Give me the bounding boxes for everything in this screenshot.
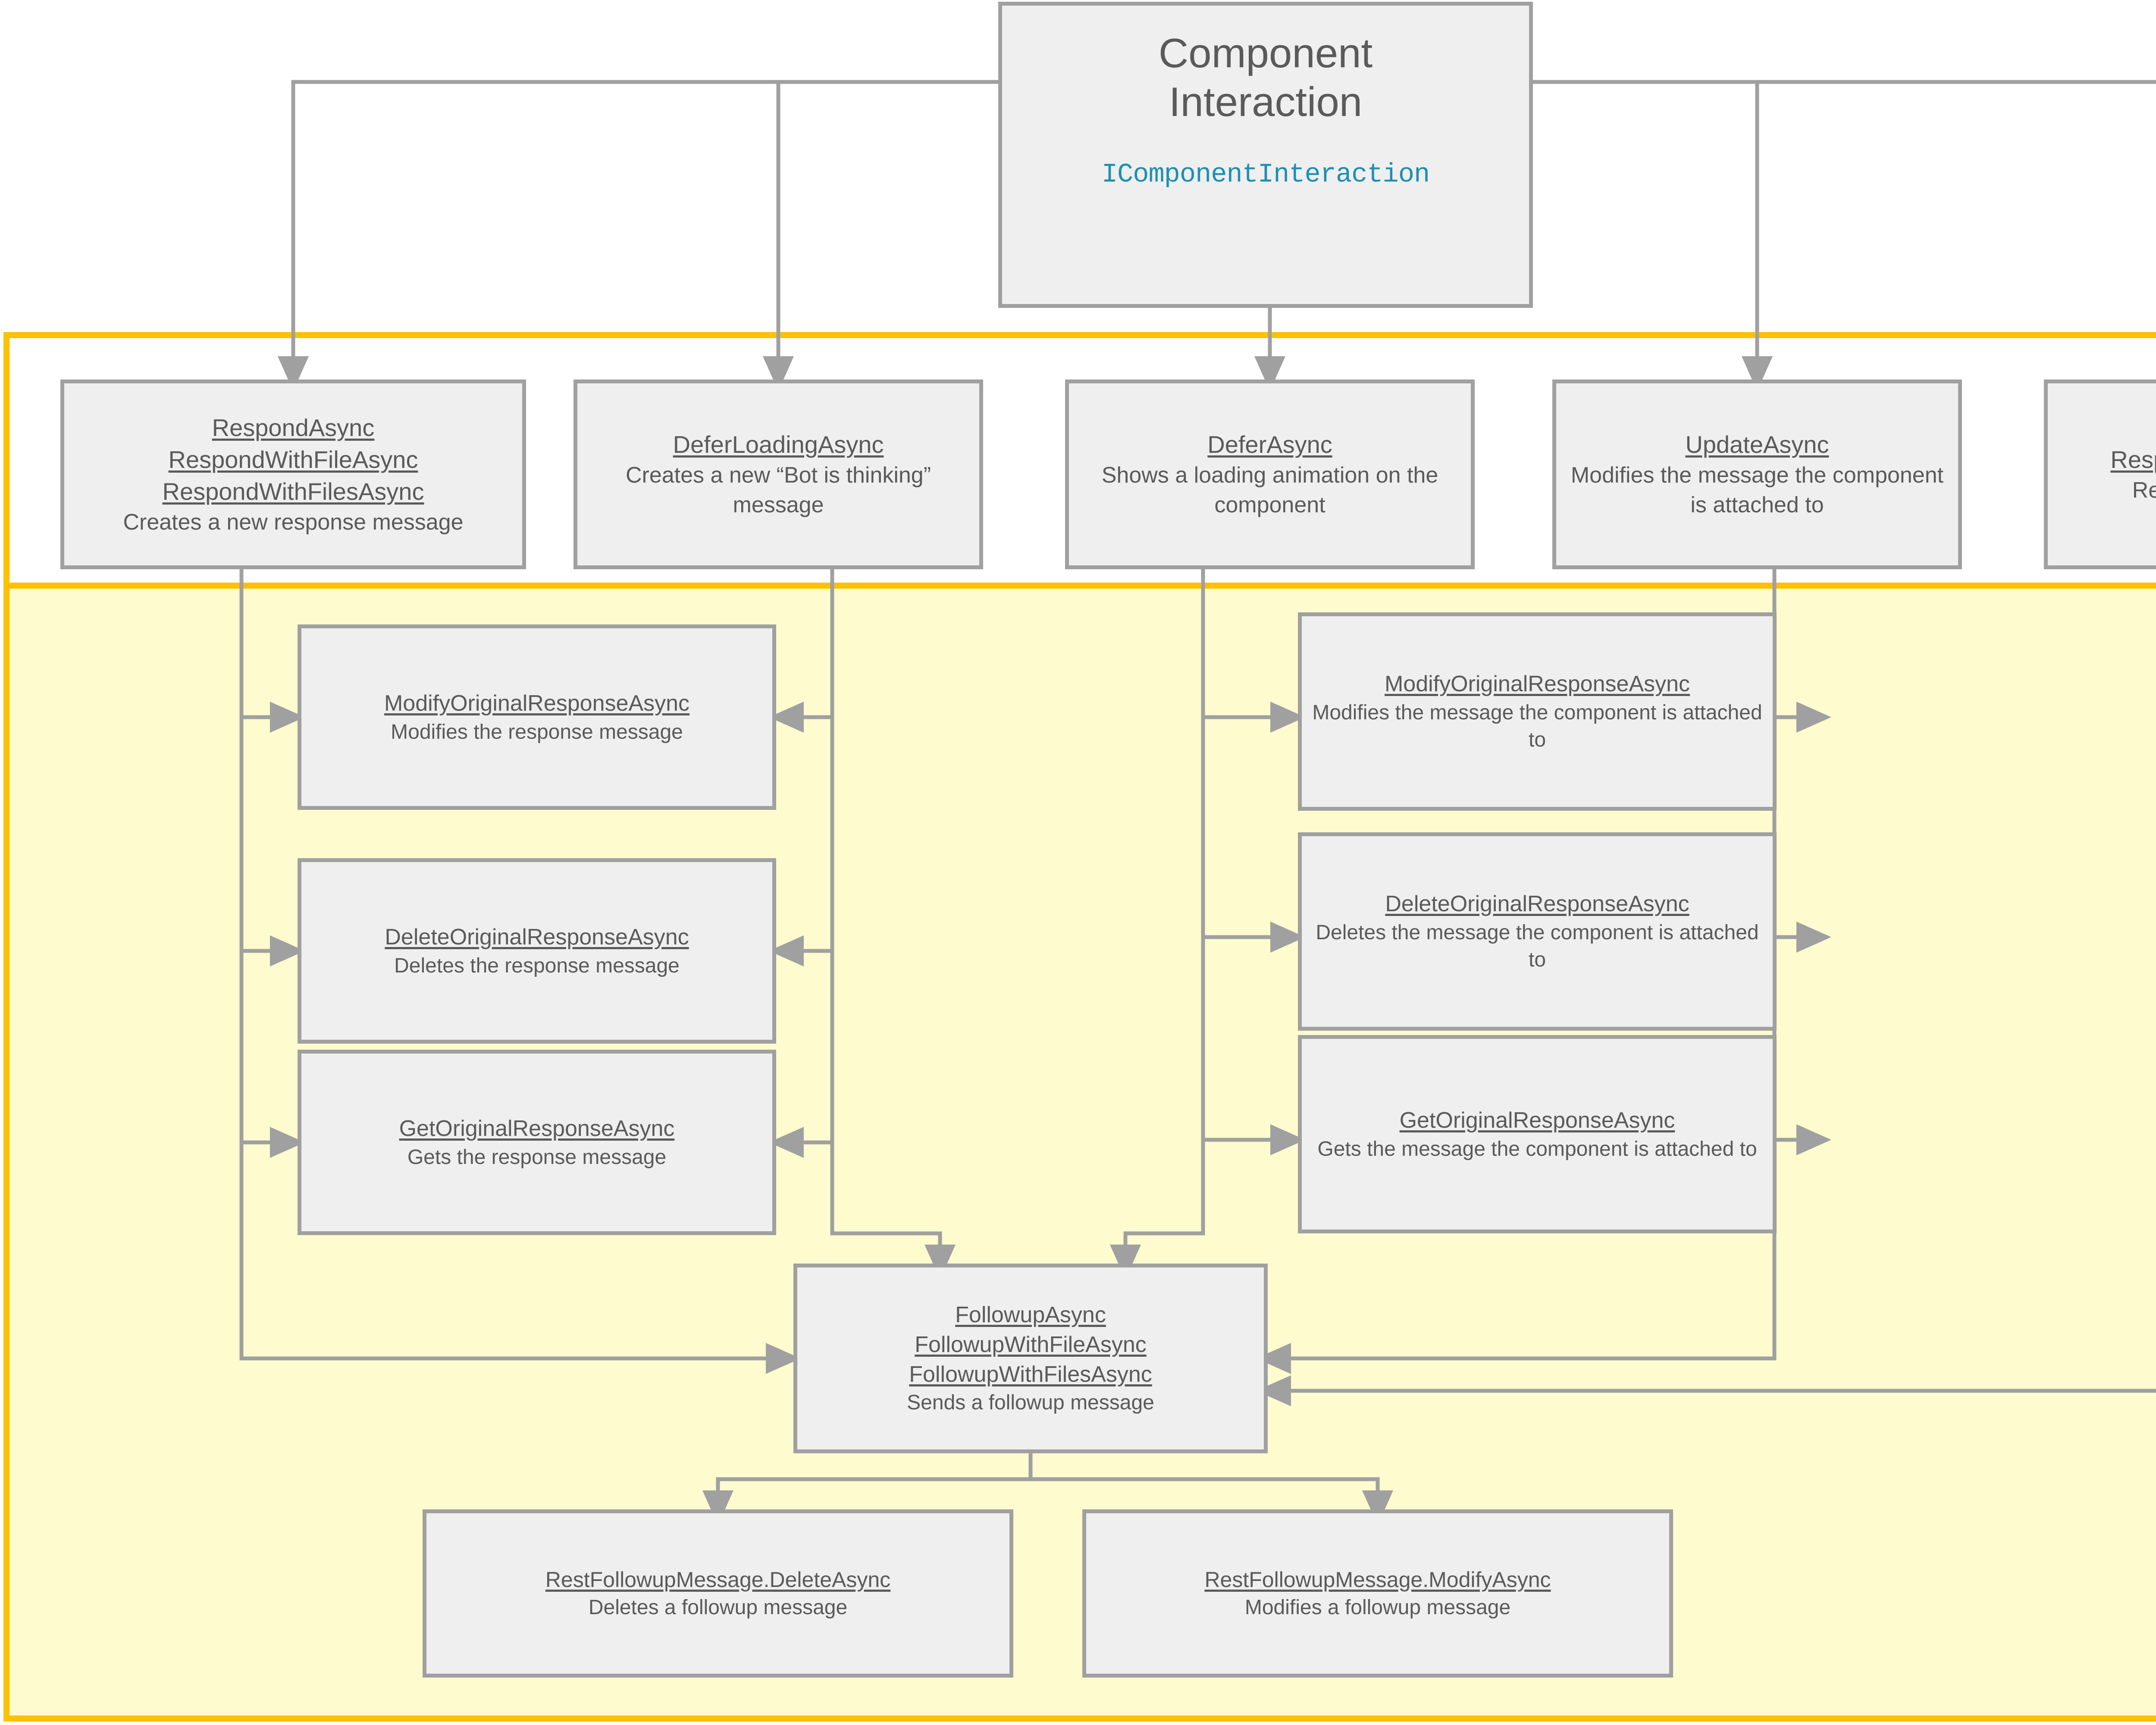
root-title-line2: Interaction xyxy=(1169,79,1363,125)
method-name: UpdateAsync xyxy=(1685,431,1829,458)
method-name: FollowupAsync xyxy=(955,1302,1106,1328)
node-get-original-response-async-response[interactable]: GetOriginalResponseAsync Gets the respon… xyxy=(298,1050,776,1235)
node-description: Deletes a followup message xyxy=(588,1596,848,1619)
method-name: FollowupWithFileAsync xyxy=(915,1332,1147,1357)
node-delete-original-response-async-component[interactable]: DeleteOriginalResponseAsync Deletes the … xyxy=(1298,832,1777,1031)
node-description: Sends a followup message xyxy=(907,1391,1154,1414)
method-name: GetOriginalResponseAsync xyxy=(399,1116,675,1141)
node-description: Creates a new response message xyxy=(123,509,464,535)
node-followup-async[interactable]: FollowupAsync FollowupWithFileAsync Foll… xyxy=(793,1264,1268,1453)
node-description: Gets the response message xyxy=(407,1145,667,1169)
method-name: GetOriginalResponseAsync xyxy=(1399,1108,1675,1133)
node-respond-with-modal-async[interactable]: RespondWithModalAsync Responds with a mo… xyxy=(2044,380,2156,569)
method-name: ModifyOriginalResponseAsync xyxy=(384,691,690,716)
method-name: DeleteOriginalResponseAsync xyxy=(1385,891,1689,917)
node-description: Responds with a modal xyxy=(2132,477,2156,503)
node-defer-async[interactable]: DeferAsync Shows a loading animation on … xyxy=(1065,380,1475,569)
method-name: RestFollowupMessage.ModifyAsync xyxy=(1204,1568,1551,1592)
method-name: DeferAsync xyxy=(1207,431,1332,458)
node-rest-followup-message-delete-async[interactable]: RestFollowupMessage.DeleteAsync Deletes … xyxy=(423,1509,1013,1678)
node-description: Shows a loading animation on the compone… xyxy=(1101,463,1438,518)
method-name: ModifyOriginalResponseAsync xyxy=(1384,671,1690,697)
node-description: Modifies the response message xyxy=(391,720,683,743)
node-description: Modifies the message the component is at… xyxy=(1570,463,1944,518)
method-name: RestFollowupMessage.DeleteAsync xyxy=(545,1568,891,1592)
node-defer-loading-async[interactable]: DeferLoadingAsync Creates a new “Bot is … xyxy=(573,380,983,569)
root-title: Component Interaction xyxy=(1159,29,1373,127)
method-name: DeferLoadingAsync xyxy=(673,431,884,458)
node-description: Creates a new “Bot is thinking” message xyxy=(625,463,931,518)
node-respond-async[interactable]: RespondAsync RespondWithFileAsync Respon… xyxy=(60,380,526,569)
method-name: FollowupWithFilesAsync xyxy=(909,1361,1152,1387)
node-description: Gets the message the component is attach… xyxy=(1317,1137,1757,1160)
node-get-original-response-async-component[interactable]: GetOriginalResponseAsync Gets the messag… xyxy=(1298,1035,1777,1233)
node-modify-original-response-async-response[interactable]: ModifyOriginalResponseAsync Modifies the… xyxy=(298,624,776,810)
root-title-line1: Component xyxy=(1158,30,1373,76)
node-description: Deletes the response message xyxy=(394,954,680,977)
method-name: RespondWithModalAsync xyxy=(2110,445,2156,473)
node-update-async[interactable]: UpdateAsync Modifies the message the com… xyxy=(1552,380,1962,569)
method-name: DeleteOriginalResponseAsync xyxy=(385,925,689,950)
node-description: Modifies the message the component is at… xyxy=(1312,701,1762,752)
node-modify-original-response-async-component[interactable]: ModifyOriginalResponseAsync Modifies the… xyxy=(1298,612,1777,811)
node-description: Modifies a followup message xyxy=(1244,1596,1511,1619)
root-node-component-interaction[interactable]: Component Interaction IComponentInteract… xyxy=(998,2,1533,308)
node-rest-followup-message-modify-async[interactable]: RestFollowupMessage.ModifyAsync Modifies… xyxy=(1082,1509,1673,1678)
root-interface-name: IComponentInteraction xyxy=(1101,159,1430,190)
node-delete-original-response-async-response[interactable]: DeleteOriginalResponseAsync Deletes the … xyxy=(298,858,776,1044)
method-name: RespondAsync xyxy=(212,414,375,441)
method-name: RespondWithFileAsync xyxy=(168,445,418,473)
node-description: Deletes the message the component is att… xyxy=(1316,921,1759,972)
method-name: RespondWithFilesAsync xyxy=(162,477,424,505)
